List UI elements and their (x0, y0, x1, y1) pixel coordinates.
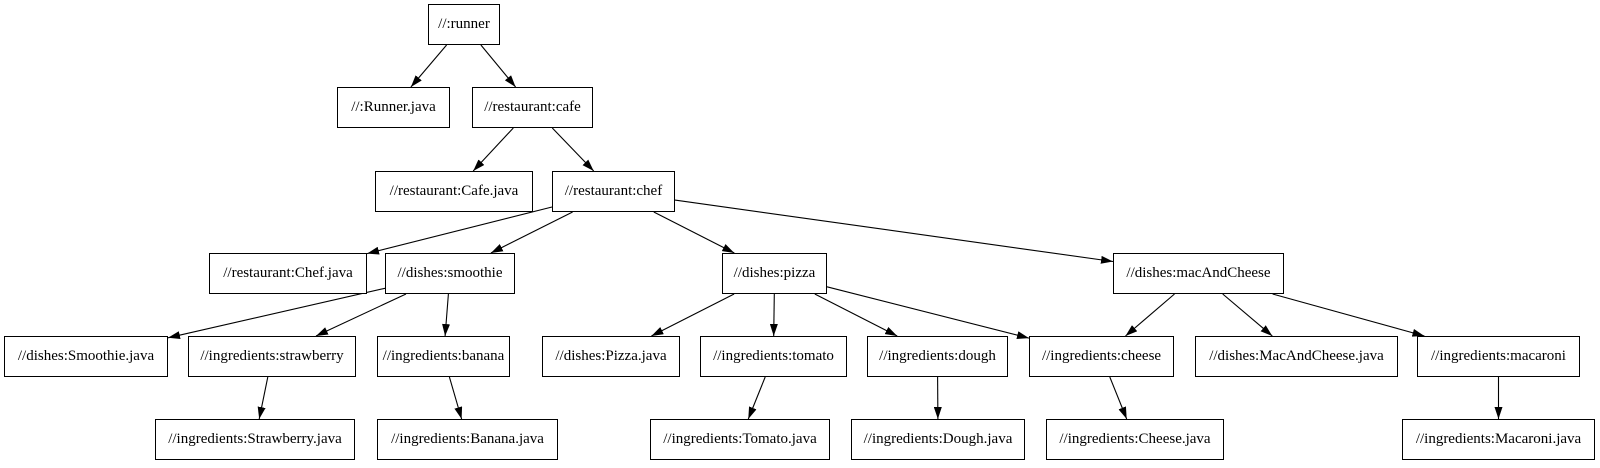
graph-node-tomato-java: //ingredients:Tomato.java (650, 419, 830, 460)
edge-chef-to-chef-java (366, 206, 553, 255)
edge-pizza-to-pizza-java (651, 293, 735, 337)
graph-node-label: //dishes:pizza (733, 265, 816, 281)
graph-node-label: //dishes:macAndCheese (1126, 265, 1271, 281)
graph-node-label: //ingredients:Banana.java (391, 431, 544, 447)
edge-pizza-to-dough (814, 293, 898, 337)
edge-macandcheese-to-cheese (1125, 293, 1175, 337)
graph-node-strawberry-java: //ingredients:Strawberry.java (155, 419, 355, 460)
graph-node-cafe: //restaurant:cafe (472, 87, 593, 128)
graph-node-pizza-java: //dishes:Pizza.java (542, 336, 680, 377)
graph-node-label: //restaurant:Cafe.java (389, 183, 519, 199)
edge-tomato-to-tomato-java (747, 376, 766, 420)
graph-node-label: //restaurant:chef (564, 183, 663, 199)
graph-node-label: //restaurant:cafe (484, 99, 581, 115)
graph-node-label: //ingredients:tomato (713, 348, 834, 364)
graph-node-dough-java: //ingredients:Dough.java (851, 419, 1025, 460)
edge-macandcheese-to-macaroni (1272, 293, 1425, 337)
graph-node-dough: //ingredients:dough (867, 336, 1008, 377)
edge-strawberry-to-strawberry-java (257, 376, 269, 420)
edge-chef-to-pizza (653, 211, 735, 254)
graph-node-label: //ingredients:Strawberry.java (168, 431, 342, 447)
graph-node-label: //dishes:Smoothie.java (17, 348, 155, 364)
graph-node-label: //ingredients:dough (879, 348, 996, 364)
graph-node-label: //ingredients:Dough.java (863, 431, 1013, 447)
graph-node-strawberry: //ingredients:strawberry (188, 336, 356, 377)
graph-node-label: //:Runner.java (351, 99, 436, 115)
edge-macandcheese-to-macandcheese-java (1222, 293, 1273, 337)
graph-node-smoothie: //dishes:smoothie (385, 253, 515, 294)
edge-runner-to-runner-java (410, 44, 448, 88)
edge-smoothie-to-smoothie-java (167, 287, 386, 340)
graph-node-label: //ingredients:Tomato.java (663, 431, 817, 447)
graph-node-label: //:runner (438, 16, 490, 32)
graph-node-runner: //:runner (428, 4, 500, 45)
graph-node-label: //ingredients:strawberry (200, 348, 344, 364)
graph-node-cafe-java: //restaurant:Cafe.java (375, 171, 533, 212)
graph-node-cheese: //ingredients:cheese (1029, 336, 1174, 377)
graph-node-banana-java: //ingredients:Banana.java (377, 419, 558, 460)
graph-node-label: //restaurant:Chef.java (223, 265, 353, 281)
graph-node-label: //dishes:MacAndCheese.java (1209, 348, 1384, 364)
edge-cafe-to-chef (551, 127, 595, 172)
graph-node-label: //ingredients:banana (382, 348, 505, 364)
edge-cheese-to-cheese-java (1109, 376, 1128, 420)
graph-node-label: //ingredients:Cheese.java (1059, 431, 1211, 447)
graph-node-pizza: //dishes:pizza (722, 253, 827, 294)
edge-chef-to-smoothie (490, 211, 573, 254)
graph-node-label: //dishes:Pizza.java (555, 348, 667, 364)
graph-node-cheese-java: //ingredients:Cheese.java (1046, 419, 1224, 460)
graph-node-macandcheese-java: //dishes:MacAndCheese.java (1195, 336, 1398, 377)
edge-banana-to-banana-java (448, 376, 463, 420)
graph-node-chef-java: //restaurant:Chef.java (209, 253, 367, 294)
graph-node-label: //dishes:smoothie (397, 265, 503, 281)
graph-node-macandcheese: //dishes:macAndCheese (1113, 253, 1284, 294)
graph-node-banana: //ingredients:banana (377, 336, 510, 377)
edge-runner-to-cafe (480, 44, 517, 88)
graph-node-label: //ingredients:macaroni (1431, 348, 1566, 364)
edge-cafe-to-cafe-java (472, 127, 514, 172)
graph-node-macaroni: //ingredients:macaroni (1417, 336, 1580, 377)
edge-chef-to-macandcheese (674, 199, 1114, 264)
edge-smoothie-to-strawberry (315, 293, 407, 337)
graph-node-tomato: //ingredients:tomato (700, 336, 847, 377)
graph-node-label: //ingredients:Macaroni.java (1415, 431, 1582, 447)
graph-node-chef: //restaurant:chef (552, 171, 675, 212)
edge-pizza-to-tomato (769, 293, 778, 337)
edge-smoothie-to-banana (442, 293, 451, 337)
graph-node-smoothie-java: //dishes:Smoothie.java (4, 336, 168, 377)
edge-pizza-to-cheese (826, 286, 1030, 340)
graph-node-runner-java: //:Runner.java (337, 87, 450, 128)
graph-node-label: //ingredients:cheese (1041, 348, 1162, 364)
graph-node-macaroni-java: //ingredients:Macaroni.java (1402, 419, 1595, 460)
